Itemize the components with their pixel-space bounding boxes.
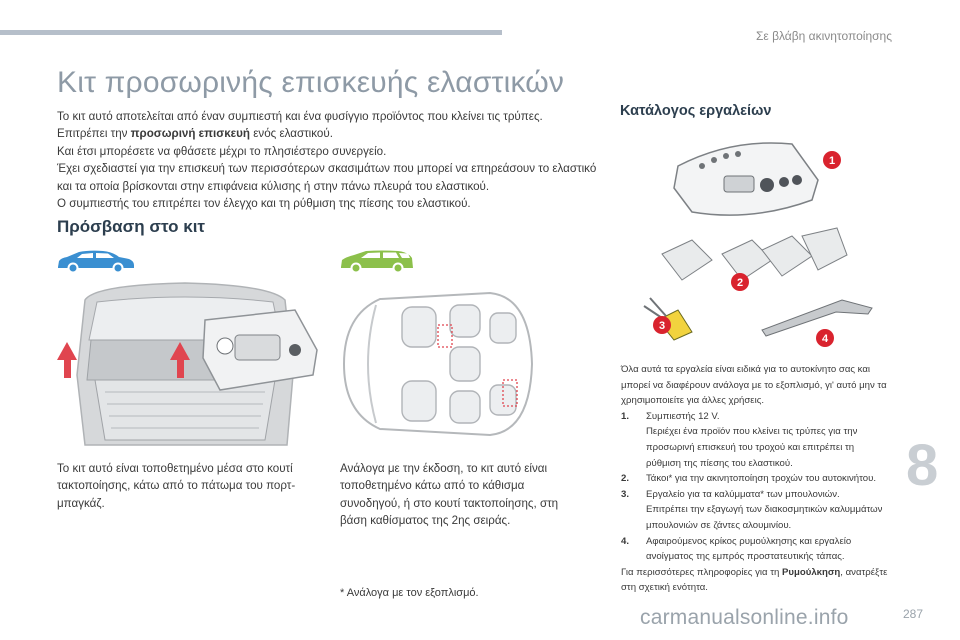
intro-line: Έχει σχεδιαστεί για την επισκευή των περ… xyxy=(57,162,597,193)
seat-plan-illustration xyxy=(342,291,534,437)
callout-1: 1 xyxy=(829,155,835,167)
tools-intro: Όλα αυτά τα εργαλεία είναι ειδικά για το… xyxy=(621,364,887,407)
tools-item: 4. Αφαιρούμενος κρίκος ρυμούλκησης και ε… xyxy=(621,534,891,565)
callout-2: 2 xyxy=(737,277,743,289)
mpv-car-icon xyxy=(341,250,413,274)
tools-item-text: Τάκοι* για την ακινητοποίηση τροχών του … xyxy=(646,473,876,485)
tools-item: 2. Τάκοι* για την ακινητοποίηση τροχών τ… xyxy=(621,471,891,487)
chapter-title: Σε βλάβη ακινητοποίησης xyxy=(755,29,892,43)
trunk-illustration xyxy=(55,280,320,450)
tools-heading: Κατάλογος εργαλείων xyxy=(620,103,772,119)
header-bar xyxy=(0,30,502,35)
tools-item: 3. Εργαλείο για τα καλύμματα* των μπουλο… xyxy=(621,487,891,534)
tools-illustration: 1 2 3 4 xyxy=(643,142,873,347)
tools-item-text: Περιέχει ένα προϊόν που κλείνει τις τρύπ… xyxy=(646,426,858,469)
page-number: 287 xyxy=(903,607,924,621)
tools-item-text: Επιτρέπει την εξαγωγή των διακοσμητικών … xyxy=(646,504,883,531)
intro-line: Και έτσι μπορέσετε να φθάσετε μέχρι το π… xyxy=(57,144,387,158)
intro-text: Το κιτ αυτό αποτελείται από έναν συμπιεσ… xyxy=(57,108,602,212)
access-heading: Πρόσβαση στο κιτ xyxy=(57,217,206,236)
trunk-caption: Το κιτ αυτό είναι τοποθετημένο μέσα στο … xyxy=(57,462,296,510)
tools-item-text: Εργαλείο για τα καλύμματα* των μπουλονιώ… xyxy=(646,488,840,500)
tools-item-number: 2. xyxy=(621,473,630,485)
intro-line: Επιτρέπει την προσωρινή επισκευή ενός ελ… xyxy=(57,127,333,141)
callout-4: 4 xyxy=(822,333,829,345)
tools-item-number: 4. xyxy=(621,535,630,547)
hatchback-car-icon xyxy=(58,250,134,274)
tools-list: Όλα αυτά τα εργαλεία είναι ειδικά για το… xyxy=(621,362,891,596)
tools-item-text: Συμπιεστής 12 V. xyxy=(646,410,720,422)
intro-line: Το κιτ αυτό αποτελείται από έναν συμπιεσ… xyxy=(57,110,543,123)
tools-outro: Για περισσότερες πληροφορίες για τη Ρυμο… xyxy=(621,566,888,594)
seat-caption: Ανάλογα με την έκδοση, το κιτ αυτό είναι… xyxy=(340,462,559,528)
intro-line: Ο συμπιεστής του επιτρέπει τον έλεγχο κα… xyxy=(57,197,471,211)
watermark: carmanualsonline.info xyxy=(640,606,849,629)
section-number: 8 xyxy=(906,433,939,498)
tools-item-number: 1. xyxy=(621,410,630,422)
tools-item-number: 3. xyxy=(621,488,630,500)
tools-item-text: Αφαιρούμενος κρίκος ρυμούλκησης και εργα… xyxy=(646,535,852,563)
footnote: * Ανάλογα με τον εξοπλισμό. xyxy=(340,587,479,599)
callout-3: 3 xyxy=(659,320,665,332)
tools-item: 1. Συμπιεστής 12 V. Περιέχει ένα προϊόν π… xyxy=(621,409,891,471)
page-title: Κιτ προσωρινής επισκευής ελαστικών xyxy=(57,66,565,99)
